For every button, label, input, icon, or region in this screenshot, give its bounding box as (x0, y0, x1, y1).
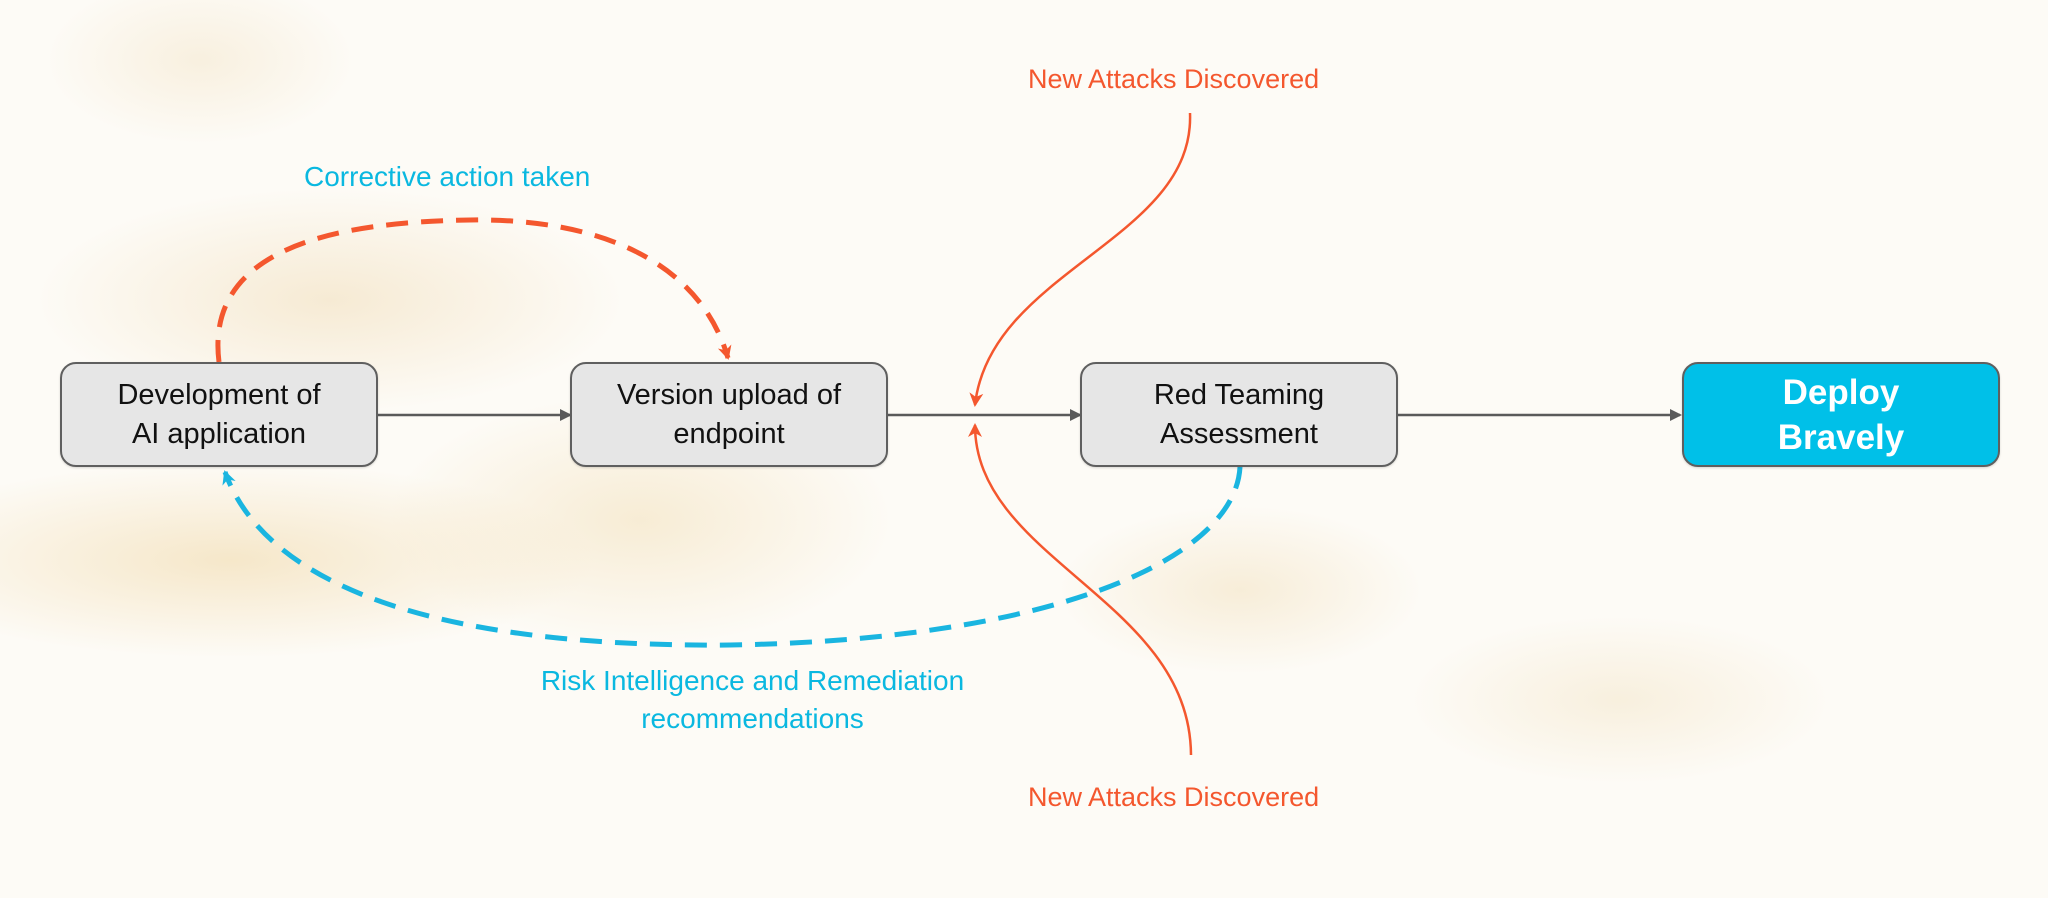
node-development: Development of AI application (60, 362, 378, 467)
node-deploy-bravely: Deploy Bravely (1682, 362, 2000, 467)
edge-new-attacks-top (969, 112, 1192, 407)
node-version-upload-label: Version upload of endpoint (616, 378, 842, 450)
node-development-label: Development of AI application (117, 378, 321, 450)
label-risk-intelligence: Risk Intelligence and Remediation recomm… (540, 665, 965, 734)
label-new-attacks-bottom: New Attacks Discovered (1028, 782, 1320, 812)
edge-risk-intelligence (222, 466, 1243, 648)
edge-new-attacks-bottom (968, 423, 1193, 756)
label-corrective-action: Corrective action taken (304, 161, 591, 192)
edge-corrective-action (215, 217, 732, 363)
node-red-teaming-label: Red Teaming Assessment (1153, 378, 1325, 450)
node-deploy-bravely-label: Deploy Bravely (1777, 372, 1905, 457)
node-version-upload: Version upload of endpoint (570, 362, 888, 467)
node-red-teaming: Red Teaming Assessment (1080, 362, 1398, 467)
label-new-attacks-top: New Attacks Discovered (1028, 64, 1320, 94)
